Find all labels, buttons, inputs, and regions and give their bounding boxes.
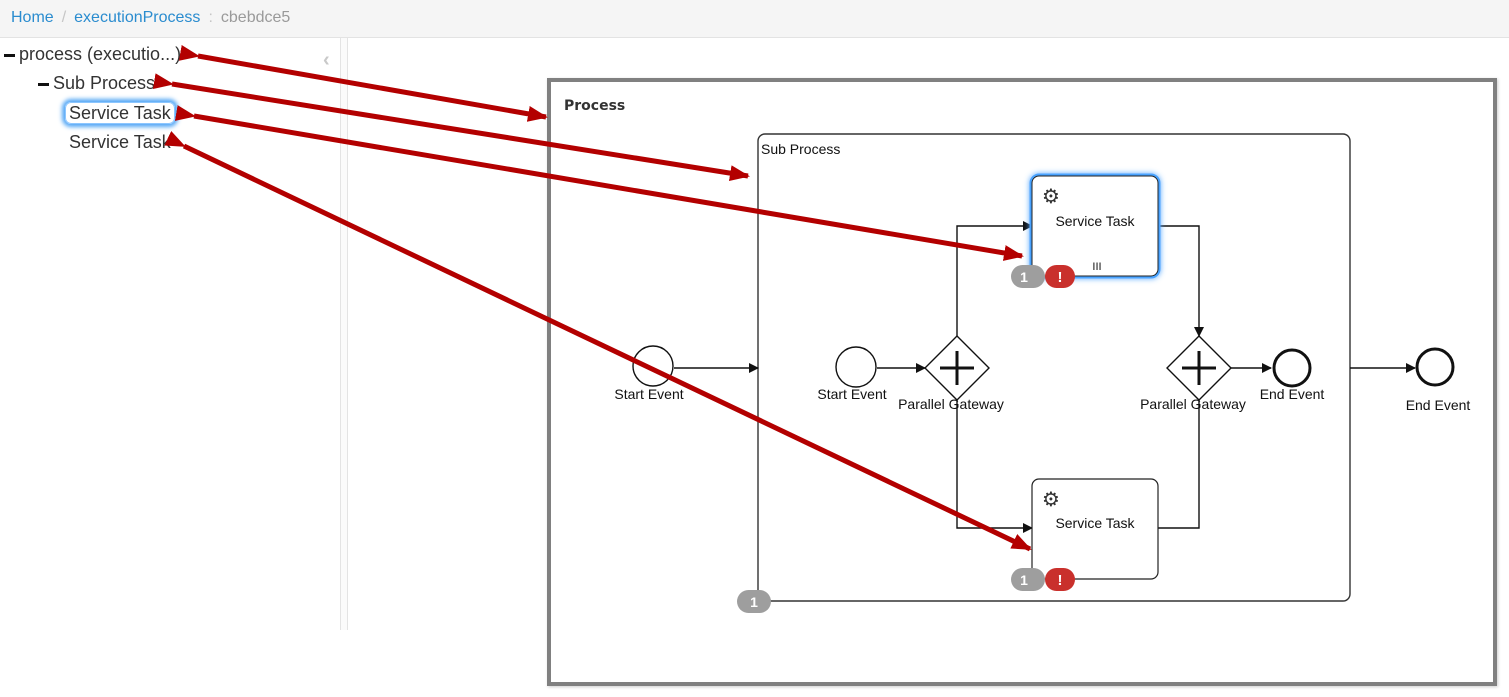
- tree-node-label: Sub Process: [53, 73, 156, 93]
- start-event-inner[interactable]: [835, 346, 877, 388]
- sequence-flow: [1158, 225, 1204, 337]
- start-event-outer-label: Start Event: [614, 386, 683, 402]
- breadcrumb-home-link[interactable]: Home: [11, 9, 54, 26]
- parallel-gateway-split-label: Parallel Gateway: [898, 396, 1004, 412]
- annotation-arrow: [178, 45, 548, 122]
- annotation-arrow: [164, 131, 1032, 552]
- breadcrumb-separator: :: [208, 9, 213, 26]
- parallel-gateway-join-label: Parallel Gateway: [1140, 396, 1246, 412]
- breadcrumb-process-link[interactable]: executionProcess: [74, 9, 201, 26]
- collapse-toggle-icon[interactable]: [38, 82, 49, 86]
- tree-node-label: process (executio...): [19, 44, 182, 64]
- annotation-arrow: [174, 105, 1024, 261]
- tree-node-label: Service Task: [69, 132, 171, 152]
- breadcrumb: Home / executionProcess: cbebdce5: [0, 0, 1509, 38]
- count-badge: [1011, 265, 1045, 288]
- multi-instance-marker: III: [1092, 261, 1101, 273]
- tree-node-process[interactable]: process (executio...): [4, 43, 181, 65]
- error-badge-text: !: [1058, 269, 1063, 286]
- count-badge: [1011, 568, 1045, 591]
- error-badge-text: !: [1058, 572, 1063, 589]
- tree-node-service-task-selected[interactable]: Service Task: [65, 102, 175, 124]
- sequence-flow: [1158, 400, 1200, 529]
- start-event-inner-label: Start Event: [817, 386, 886, 402]
- service-task-top-label: Service Task: [1055, 213, 1135, 229]
- sequence-flow: [956, 400, 1033, 533]
- end-event-inner[interactable]: [1272, 348, 1312, 388]
- tree-node-service-task[interactable]: Service Task: [69, 131, 171, 153]
- gear-icon: ⚙: [1042, 487, 1060, 511]
- collapse-toggle-icon[interactable]: [4, 53, 15, 57]
- service-task-bottom[interactable]: [1031, 478, 1159, 580]
- count-badge-text: 1: [750, 594, 758, 610]
- parallel-gateway-split[interactable]: [924, 335, 990, 401]
- count-badge-text: 1: [1020, 269, 1028, 285]
- tree-node-label: Service Task: [65, 102, 175, 124]
- breadcrumb-instance-id: cbebdce5: [220, 9, 291, 26]
- start-event-outer[interactable]: [632, 345, 674, 387]
- service-task-bottom-label: Service Task: [1055, 515, 1135, 531]
- sub-process-label: Sub Process: [761, 141, 840, 157]
- count-badge: [737, 590, 771, 613]
- error-badge: [1045, 265, 1075, 288]
- error-badge: [1045, 568, 1075, 591]
- gear-icon: ⚙: [1042, 184, 1060, 208]
- end-event-inner-label: End Event: [1260, 386, 1325, 402]
- end-event-outer-label: End Event: [1406, 397, 1471, 413]
- tree-node-sub-process[interactable]: Sub Process: [38, 72, 155, 94]
- breadcrumb-separator: /: [61, 9, 67, 26]
- process-pool-label: Process: [564, 98, 625, 114]
- count-badge-text: 1: [1020, 572, 1028, 588]
- parallel-gateway-join[interactable]: [1166, 335, 1232, 401]
- end-event-outer[interactable]: [1415, 347, 1455, 387]
